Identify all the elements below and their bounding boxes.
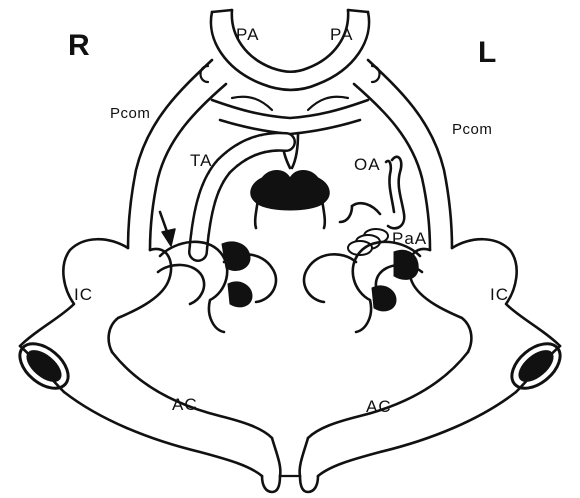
label-pcom-left: Pcom <box>452 121 492 138</box>
central-mass <box>251 171 329 229</box>
label-pa-left: PA <box>330 25 353 44</box>
label-ta: TA <box>190 151 212 170</box>
cut-ends <box>12 335 569 397</box>
left-ic <box>304 239 560 352</box>
label-ic-right: IC <box>74 285 93 304</box>
label-ac-right: AC <box>172 395 198 414</box>
label-pa-right: PA <box>236 25 259 44</box>
ophthalmic-artery <box>386 157 404 229</box>
right-ic <box>20 239 276 352</box>
label-side-left: L <box>478 36 496 69</box>
label-side-right: R <box>68 29 90 62</box>
label-ic-left: IC <box>490 285 509 304</box>
label-oa: OA <box>354 155 381 174</box>
label-ac-left: AC <box>366 397 392 416</box>
anterior-circle <box>64 352 516 492</box>
label-pcom-right: Pcom <box>110 105 150 122</box>
label-paa: PaA <box>392 229 427 248</box>
posterior-arch <box>201 10 380 90</box>
pointer-arrow-icon <box>160 212 175 246</box>
